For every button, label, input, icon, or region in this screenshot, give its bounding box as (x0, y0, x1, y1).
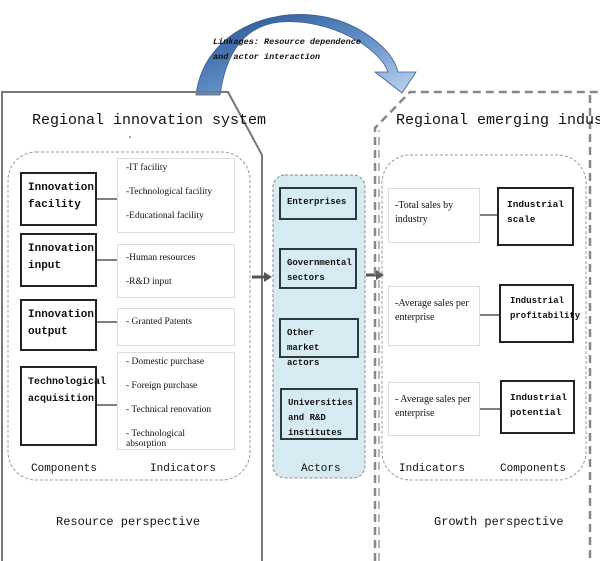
linkage-label: Linkages: Resource dependence and actor … (213, 35, 361, 65)
right-inner-dashed-box (381, 154, 587, 481)
actors-label: Actors (301, 463, 341, 475)
component-industrial-profitability: Industrial profitability (499, 284, 580, 343)
indicator: - Domestic purchase (126, 357, 205, 367)
indicator: - Technical renovation (126, 405, 212, 415)
indicator: -Human resources (126, 253, 196, 263)
indicator: - Granted Patents (126, 317, 192, 327)
dot (129, 136, 131, 138)
indicators-technological-acquisition: - Domestic purchase - Foreign purchase -… (117, 352, 235, 450)
indicator-total-sales: -Total sales by industry (388, 188, 480, 243)
growth-perspective: Growth perspective (434, 515, 564, 529)
indicator: -Educational facility (126, 211, 204, 221)
right-indicators-label: Indicators (399, 463, 466, 475)
indicator: - Foreign purchase (126, 381, 198, 391)
component-innovation-facility: Innovation facility (20, 172, 97, 226)
component-innovation-input: Innovation input (20, 233, 97, 287)
resource-perspective: Resource perspective (56, 515, 201, 529)
component-industrial-potential: Industrial potential (500, 380, 575, 434)
actor-governmental-sectors: Governmental sectors (279, 248, 357, 289)
right-components-label: Components (500, 463, 567, 475)
indicator: -R&D input (126, 277, 172, 287)
linkage-arrow (195, 14, 417, 96)
indicator-average-sales-1: -Average sales per enterprise (388, 286, 480, 346)
right-title: Regional emerging industry (396, 112, 600, 129)
right-connectors (480, 214, 500, 410)
right-panel-border (373, 90, 600, 561)
indicator: -IT facility (126, 163, 168, 173)
left-indicators-label: Indicators (150, 463, 217, 475)
component-industrial-scale: Industrial scale (497, 187, 574, 246)
actor-universities: Universities and R&D institutes (280, 388, 358, 440)
indicators-innovation-output: - Granted Patents (117, 308, 235, 346)
indicators-innovation-input: -Human resources -R&D input (117, 244, 235, 298)
linkage-line-2: and actor interaction (213, 52, 321, 62)
linkage-line-1: Linkages: Resource dependence (213, 37, 361, 47)
flow-arrow-left (252, 272, 272, 282)
component-technological-acquisition: Technological acquisition (20, 366, 106, 446)
indicator: -Technological facility (126, 187, 213, 197)
left-title: Regional innovation system (32, 112, 267, 129)
actor-other-market-actors: Other market actors (279, 318, 359, 368)
indicators-innovation-facility: -IT facility -Technological facility -Ed… (117, 158, 235, 233)
left-connectors (97, 198, 117, 406)
left-inner-dashed-box (7, 151, 251, 481)
indicator: - Technological absorption (126, 429, 186, 449)
indicator-average-sales-2: - Average sales per enterprise (388, 382, 480, 436)
actor-enterprises: Enterprises (279, 187, 357, 220)
left-components-label: Components (31, 463, 98, 475)
left-panel-border (1, 91, 263, 561)
component-innovation-output: Innovation output (20, 299, 97, 351)
